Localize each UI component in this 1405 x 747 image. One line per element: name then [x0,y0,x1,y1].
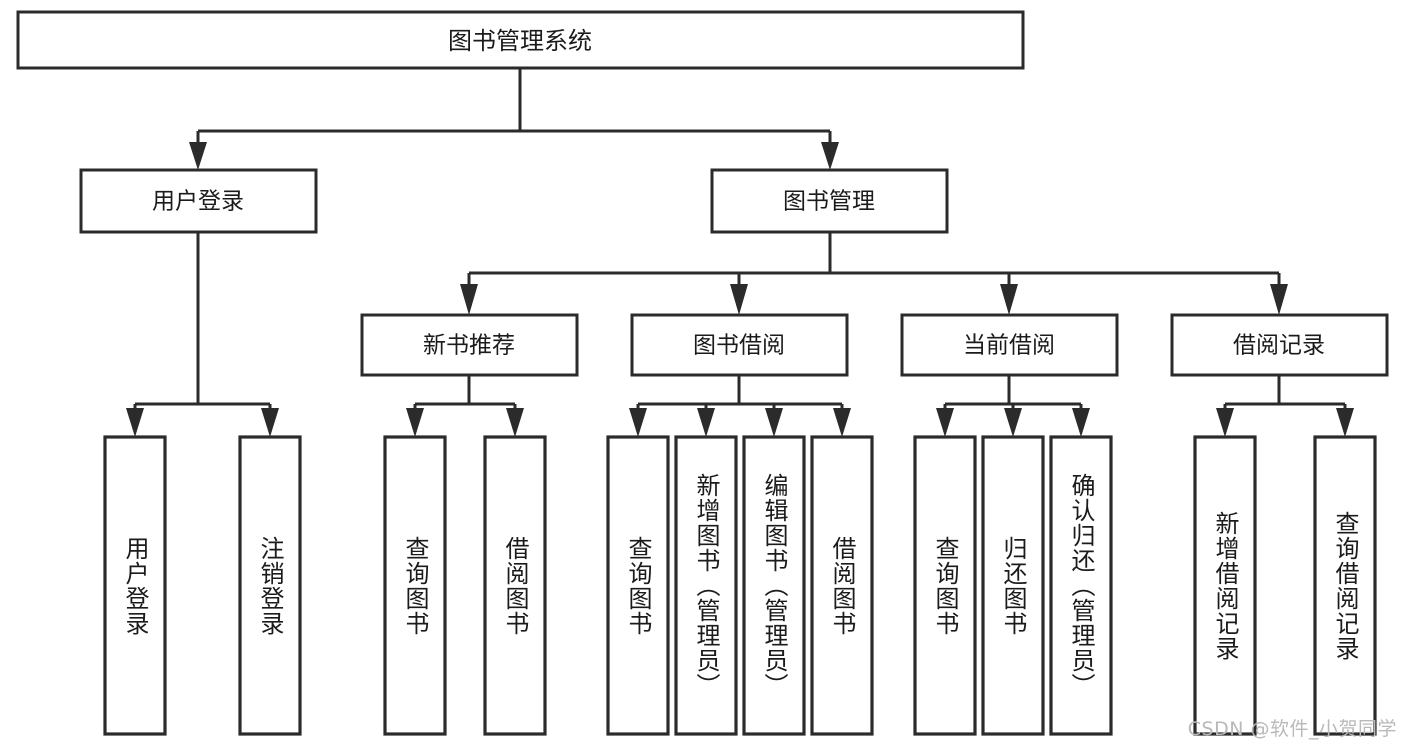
leaf-node-add-book[interactable]: 新增图书（管理员） [674,435,738,736]
arrowhead-leaf-add-book [697,408,715,437]
user-login-label: 用户登录 [152,189,244,215]
leaf-node-user-login[interactable]: 用户登录 [103,435,167,736]
arrowhead-leaf-borrow-book-1 [506,408,524,437]
current-borrow-box[interactable] [900,313,1119,377]
arrowhead-leaf-query-book-1 [406,408,424,437]
arrowhead-leaf-borrow-book-2 [833,408,851,437]
leaf-query-record-box[interactable] [1313,435,1377,736]
leaf-confirm-return-box[interactable] [1049,435,1113,736]
arrowhead-leaf-user-login [126,408,144,437]
leaf-node-confirm-return[interactable]: 确认归还（管理员） [1049,435,1113,736]
book-management-label: 图书管理 [783,189,875,215]
leaf-add-record-box[interactable] [1193,435,1257,736]
connectors-userlogin-to-leaves [126,232,279,437]
arrowhead-book-borrow [730,284,748,315]
connectors-currentborrow-to-leaves [936,375,1090,437]
root-label: 图书管理系统 [448,27,592,55]
book-management-box[interactable] [710,168,949,234]
leaf-return-book-box[interactable] [981,435,1045,736]
leaf-add-book-box[interactable] [674,435,738,736]
node-user-login[interactable]: 用户登录 [79,168,318,234]
leaf-node-query-record[interactable]: 查询借阅记录 [1313,435,1377,736]
leaf-borrow-book-1-label: 借阅图书 [501,535,530,636]
connectors-bookborrow-to-leaves [629,375,851,437]
user-login-box[interactable] [79,168,318,234]
leaf-user-login-box[interactable] [103,435,167,736]
leaf-query-book-3-label: 查询图书 [931,535,960,636]
arrowhead-leaf-add-record [1216,408,1234,437]
leaf-node-query-book-1[interactable]: 查询图书 [383,435,447,736]
new-book-recommend-label: 新书推荐 [423,333,515,359]
leaf-edit-book-box[interactable] [742,435,806,736]
leaf-query-book-2-label: 查询图书 [624,535,653,636]
leaf-edit-book-label: 编辑图书（管理员） [760,473,789,698]
leaf-node-edit-book[interactable]: 编辑图书（管理员） [742,435,806,736]
new-book-recommend-box[interactable] [360,313,579,377]
arrowhead-leaf-confirm-return [1072,408,1090,437]
arrowhead-leaf-logout-login [261,408,279,437]
leaf-node-logout-login[interactable]: 注销登录 [238,435,302,736]
borrow-record-label: 借阅记录 [1233,333,1325,359]
leaf-add-record-label: 新增借阅记录 [1211,510,1240,661]
leaf-add-book-label: 新增图书（管理员） [692,473,721,698]
arrowhead-current-borrow [1000,284,1018,315]
arrowhead-leaf-query-book-2 [629,408,647,437]
leaf-borrow-book-2-box[interactable] [810,435,874,736]
leaf-user-login-label: 用户登录 [121,535,150,636]
connectors-bookmgmt-to-level3 [460,232,1288,315]
leaf-logout-login-label: 注销登录 [256,535,285,636]
leaf-node-borrow-book-1[interactable]: 借阅图书 [483,435,547,736]
leaf-query-record-label: 查询借阅记录 [1331,510,1360,661]
leaf-node-query-book-3[interactable]: 查询图书 [913,435,977,736]
leaf-node-query-book-2[interactable]: 查询图书 [606,435,670,736]
current-borrow-label: 当前借阅 [963,333,1055,359]
leaf-logout-login-box[interactable] [238,435,302,736]
arrowhead-leaf-edit-book [765,408,783,437]
arrowhead-leaf-query-record [1336,408,1354,437]
book-borrow-label: 图书借阅 [693,333,785,359]
arrowhead-borrow-record [1270,284,1288,315]
node-root-book-management-system[interactable]: 图书管理系统 [16,10,1025,70]
leaf-confirm-return-label: 确认归还（管理员） [1067,473,1096,698]
node-current-borrow[interactable]: 当前借阅 [900,313,1119,377]
connectors-newbook-to-leaves [406,375,524,437]
leaf-node-borrow-book-2[interactable]: 借阅图书 [810,435,874,736]
node-book-borrow[interactable]: 图书借阅 [630,313,849,377]
leaf-borrow-book-1-box[interactable] [483,435,547,736]
arrowhead-leaf-return-book [1004,408,1022,437]
leaf-query-book-3-box[interactable] [913,435,977,736]
leaf-query-book-1-box[interactable] [383,435,447,736]
leaf-query-book-2-box[interactable] [606,435,670,736]
node-new-book-recommend[interactable]: 新书推荐 [360,313,579,377]
leaf-return-book-label: 归还图书 [999,535,1028,636]
borrow-record-box[interactable] [1170,313,1389,377]
leaf-borrow-book-2-label: 借阅图书 [828,535,857,636]
connectors-root-to-level2 [189,68,839,170]
arrowhead-book-management [821,142,839,170]
root-box[interactable] [16,10,1025,70]
arrowhead-leaf-query-book-3 [936,408,954,437]
node-book-management[interactable]: 图书管理 [710,168,949,234]
leaf-node-return-book[interactable]: 归还图书 [981,435,1045,736]
connectors-borrowrecord-to-leaves [1216,375,1354,437]
arrowhead-new-book [460,284,478,315]
arrowhead-user-login [189,142,207,170]
leaf-query-book-1-label: 查询图书 [401,535,430,636]
book-borrow-box[interactable] [630,313,849,377]
leaf-node-add-record[interactable]: 新增借阅记录 [1193,435,1257,736]
node-borrow-record[interactable]: 借阅记录 [1170,313,1389,377]
